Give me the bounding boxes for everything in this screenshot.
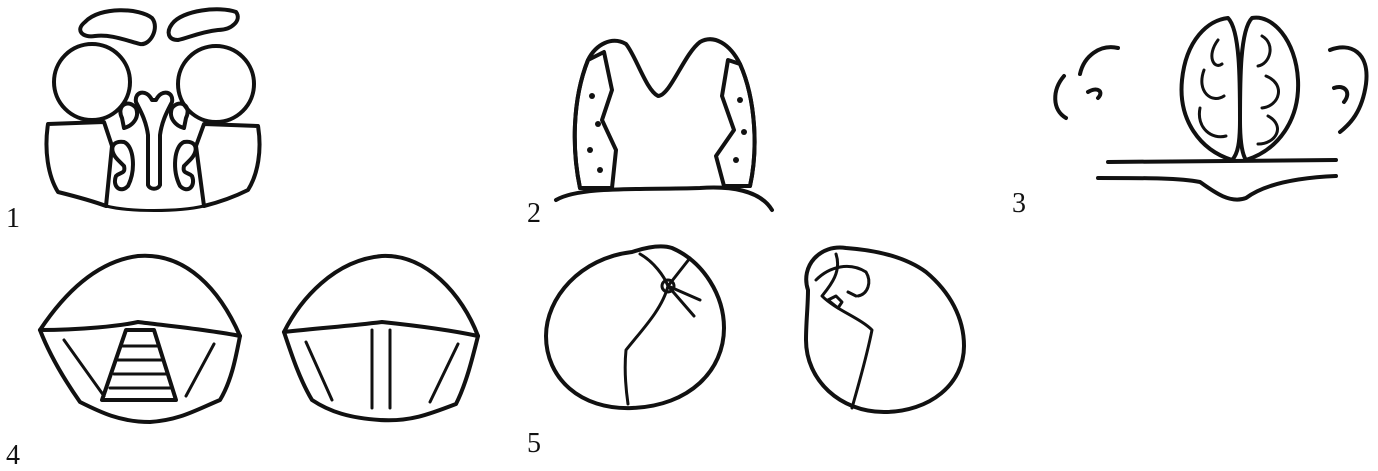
eardrum-left-outline	[546, 246, 724, 408]
turbinate-right-lower	[175, 142, 196, 190]
sinus-cross-section-drawing	[46, 9, 259, 210]
tonsil-left-shaded	[575, 52, 616, 188]
frontal-sinus-right	[169, 9, 238, 40]
tongue-base	[556, 188, 772, 210]
eardrum-right-outline	[806, 248, 964, 412]
light-reflex-left	[668, 258, 700, 316]
turbinate-left-outer	[1182, 18, 1240, 160]
larynx-right-rim	[284, 322, 478, 420]
nasal-floor-lower	[1098, 176, 1336, 200]
turbinate-right-upper	[171, 103, 188, 128]
nasal-floor-upper	[1108, 160, 1336, 162]
tonsil-pair-drawing	[556, 39, 772, 210]
maxillary-sinus-left	[46, 122, 112, 206]
larynx-views-drawing	[40, 256, 478, 422]
maxillary-sinus-right	[196, 124, 260, 206]
turbinate-right-fold	[1258, 36, 1278, 144]
tonsil-crypt	[587, 147, 593, 153]
nasal-floor	[106, 206, 204, 211]
eardrum-views-drawing	[546, 246, 964, 412]
lateral-wall-left	[1055, 47, 1118, 118]
tonsil-crypt	[733, 157, 739, 163]
turbinate-right-outer	[1240, 18, 1298, 160]
tonsil-crypt	[595, 121, 601, 127]
lateral-wall-right	[1330, 47, 1367, 132]
tonsil-crypt	[589, 93, 595, 99]
orbit-left	[54, 44, 130, 120]
tonsil-crypt	[737, 97, 743, 103]
tonsil-crypt	[597, 167, 603, 173]
larynx-left-rim	[40, 322, 240, 422]
turbinate-left-lower	[112, 142, 133, 190]
frontal-sinus-left	[80, 10, 155, 44]
turbinate-left-fold	[1199, 40, 1226, 137]
turbinate-left-upper	[120, 103, 137, 128]
turbinate-pair-drawing	[1055, 18, 1366, 200]
nasal-septum	[136, 93, 172, 189]
tonsil-right-shaded	[716, 60, 755, 186]
larynx-right-fold-outer	[306, 342, 458, 402]
tonsil-crypt	[741, 129, 747, 135]
malleus-handle-right	[822, 254, 872, 408]
malleus-handle-left	[625, 254, 668, 404]
